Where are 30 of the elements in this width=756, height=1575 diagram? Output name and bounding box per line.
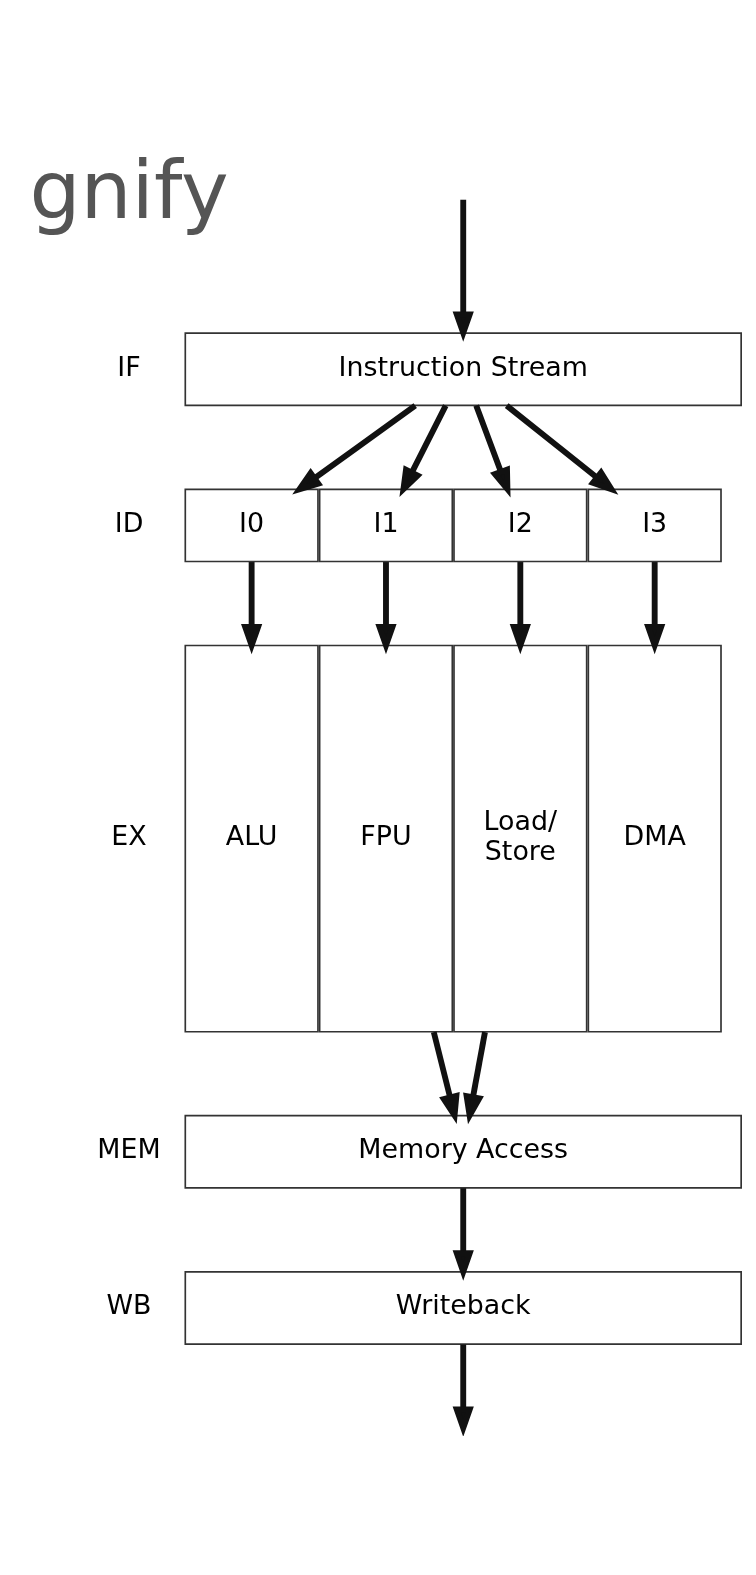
arrow: [504, 402, 619, 495]
node-box: Instruction Stream: [184, 331, 742, 406]
node-box: FPU: [318, 644, 454, 1033]
node-box: Load/ Store: [453, 644, 588, 1033]
label: MEM: [97, 1132, 161, 1164]
arrow: [241, 561, 263, 654]
arrow: [452, 1344, 474, 1436]
label: WB: [106, 1288, 152, 1320]
label: ID: [114, 506, 144, 538]
arrow: [463, 1031, 488, 1124]
node-box: Memory Access: [184, 1114, 742, 1189]
node-box: I0: [184, 487, 319, 562]
node-box: ALU: [184, 644, 319, 1033]
label: gnify: [29, 142, 229, 237]
arrow: [399, 403, 449, 497]
label: EX: [111, 819, 147, 851]
label: IF: [117, 350, 141, 382]
arrow: [644, 561, 666, 654]
node-box: I1: [318, 487, 454, 562]
node-box: Writeback: [184, 1270, 742, 1345]
node-box: I3: [587, 487, 722, 562]
arrow: [452, 1187, 474, 1281]
arrow: [292, 402, 417, 494]
arrow: [430, 1030, 460, 1124]
arrow: [509, 561, 531, 654]
node-box: DMA: [587, 644, 722, 1033]
arrow: [452, 199, 474, 342]
node-box: I2: [453, 487, 588, 562]
arrow: [375, 561, 397, 654]
arrow: [473, 404, 511, 498]
